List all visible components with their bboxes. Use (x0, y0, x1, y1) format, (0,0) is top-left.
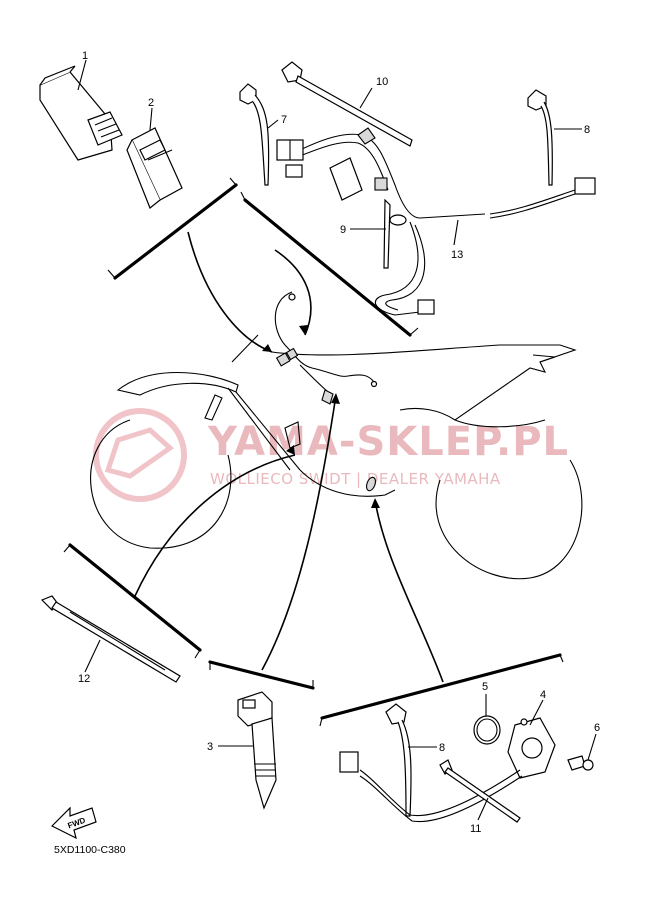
part-12-cable-tie (40, 595, 181, 683)
watermark-subtitle: WOLLIECO SWIDT | DEALER YAMAHA (210, 470, 501, 488)
fwd-arrow-icon: FWD (50, 806, 97, 840)
callout-5: 5 (482, 681, 488, 693)
watermark: YAMA-SKLEP.PL WOLLIECO SWIDT | DEALER YA… (93, 408, 568, 502)
part-8-band-upper (527, 89, 553, 186)
diagram-code: 5XD1100-C380 (54, 844, 126, 856)
part-13-wire-harness (276, 127, 596, 316)
callout-2: 2 (148, 97, 154, 109)
callout-12: 12 (78, 673, 90, 685)
part-5-o-ring (473, 715, 501, 745)
watermark-logo-icon (93, 408, 187, 502)
callout-3: 3 (207, 741, 213, 753)
part-6-bolt (567, 755, 594, 771)
installed-harness (274, 291, 378, 492)
part-2-regulator (126, 127, 183, 209)
part-4-sensor (507, 717, 556, 779)
frame-outline (299, 469, 396, 497)
leader-lines (77, 59, 597, 821)
front-wheel-outline (90, 419, 232, 549)
callout-11: 11 (470, 823, 481, 835)
callout-13: 13 (451, 249, 463, 261)
callout-numbers: 1 2 3 4 5 6 7 8 8 9 10 11 12 13 (78, 50, 600, 835)
rear-wheel-outline (435, 459, 583, 580)
callout-4: 4 (540, 689, 546, 701)
front-fender-outline (116, 371, 239, 396)
part-8-band-lower (385, 703, 412, 817)
tank-seat-outline (231, 334, 577, 421)
part-7-band (239, 83, 270, 186)
part-1-cdi-unit (39, 65, 123, 161)
callout-10: 10 (376, 76, 388, 88)
part-3-ignition-coil (237, 691, 277, 810)
callout-9: 9 (340, 224, 346, 236)
callout-8-lower: 8 (439, 742, 445, 754)
callout-1: 1 (82, 50, 88, 62)
callout-7: 7 (281, 114, 287, 126)
part-11-lead-wire (339, 751, 523, 823)
motorcycle-outline (90, 334, 583, 580)
callout-6: 6 (594, 722, 600, 734)
callout-8-upper: 8 (584, 124, 590, 136)
callout-brackets (63, 177, 564, 727)
part-10-cable-tie (281, 61, 413, 147)
